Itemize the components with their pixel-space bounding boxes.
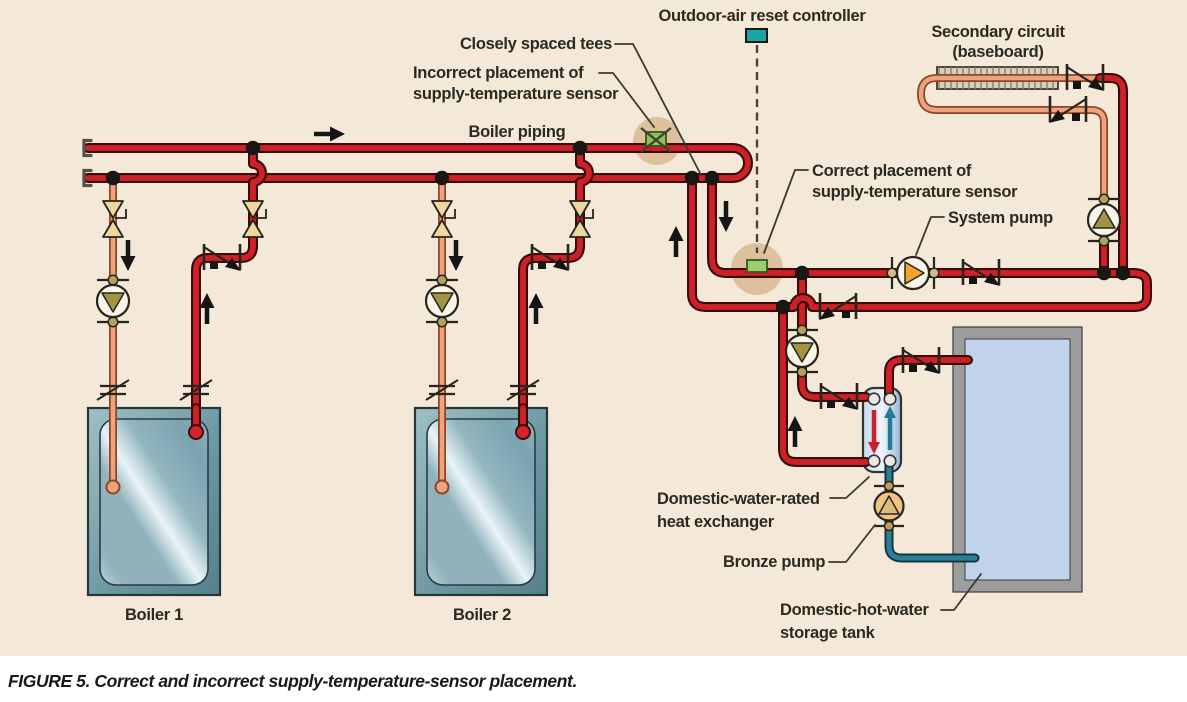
caption-strip xyxy=(0,656,1187,702)
label-boiler-1: Boiler 1 xyxy=(125,606,183,624)
correct-sensor xyxy=(746,259,768,273)
storage-tank xyxy=(952,326,1083,593)
closely-spaced-tee-1 xyxy=(684,170,700,186)
dhw-return-branch xyxy=(778,300,871,467)
label-boiler-piping: Boiler piping xyxy=(469,123,566,141)
outdoor-reset-controller-icon xyxy=(745,28,768,43)
boiler-2-dip-tube-end xyxy=(434,479,450,495)
hx-hot-down-arrow xyxy=(868,442,880,454)
pipe-junctions xyxy=(105,140,1131,315)
label-incorrect-placement-line1: Incorrect placement of xyxy=(413,64,584,82)
label-heat-exchanger-line1: Domestic-water-rated xyxy=(657,490,820,508)
label-system-pump: System pump xyxy=(948,209,1053,227)
boiler-1-supply-tapping xyxy=(188,424,204,440)
label-secondary-circuit-line2: (baseboard) xyxy=(952,43,1043,61)
label-heat-exchanger-line2: heat exchanger xyxy=(657,513,775,531)
label-boiler-2: Boiler 2 xyxy=(453,606,511,624)
boiler-2-supply-branch xyxy=(518,143,594,433)
boiler-1-dip-tube-end xyxy=(105,479,121,495)
incorrect-sensor xyxy=(640,127,672,153)
hx-cold-up-arrow xyxy=(884,406,896,418)
dhw-supply-branch xyxy=(797,268,871,402)
closely-spaced-tee-2 xyxy=(704,170,720,186)
label-correct-placement-line1: Correct placement of xyxy=(812,162,972,180)
boiler-2-supply-tapping xyxy=(515,424,531,440)
heat-exchanger-detail xyxy=(867,392,897,468)
leader-lines xyxy=(598,43,982,611)
label-outdoor-reset: Outdoor-air reset controller xyxy=(658,7,866,25)
label-closely-spaced-tees: Closely spaced tees xyxy=(460,35,612,53)
system-supply-return-loop xyxy=(687,173,1152,312)
crossed-out-icon xyxy=(640,127,672,153)
primary-boiler-loop xyxy=(83,143,753,183)
figure-caption: FIGURE 5. Correct and incorrect supply-t… xyxy=(8,671,577,691)
label-secondary-circuit-line1: Secondary circuit xyxy=(931,23,1065,41)
label-incorrect-placement-line2: supply-temperature sensor xyxy=(413,85,619,103)
header-end-caps xyxy=(82,138,93,188)
label-storage-tank-line2: storage tank xyxy=(780,624,876,642)
domestic-cold-pipe-teal xyxy=(884,459,980,563)
label-storage-tank-line1: Domestic-hot-water xyxy=(780,601,929,619)
baseboard-loop-salmon xyxy=(917,74,1108,208)
label-correct-placement-line2: supply-temperature sensor xyxy=(812,183,1018,201)
label-bronze-pump: Bronze pump xyxy=(723,553,825,571)
